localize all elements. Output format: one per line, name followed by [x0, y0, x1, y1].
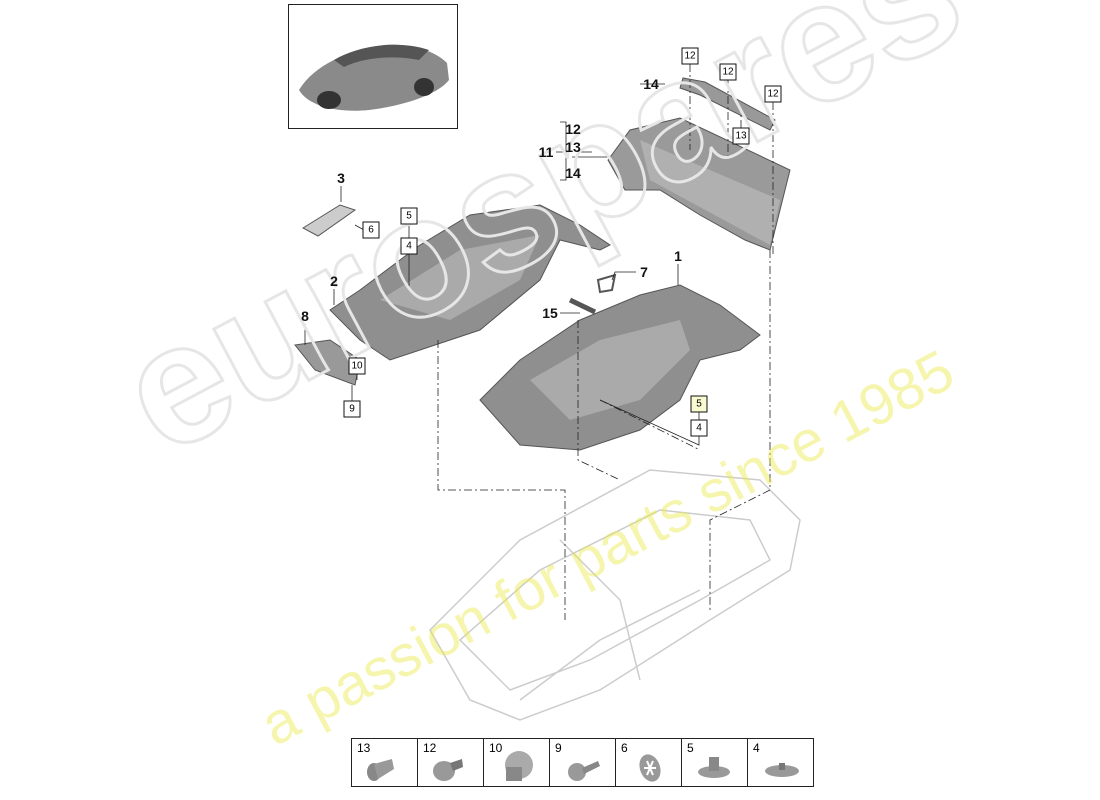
- callout-11-14: 14: [565, 165, 581, 181]
- boxed-callout-9: 9: [343, 400, 361, 418]
- car-image: [299, 44, 449, 111]
- screw-icon: [568, 761, 600, 781]
- boxed-callout-12: 12: [764, 85, 782, 103]
- boxed-callout-4: 4: [400, 237, 418, 255]
- fastener-cell: 12: [418, 739, 484, 786]
- part-7: [596, 273, 617, 294]
- part-15: [568, 297, 597, 315]
- callout-1: 1: [674, 248, 682, 264]
- boxed-callout-12: 12: [719, 63, 737, 81]
- callout-3: 3: [337, 170, 345, 186]
- callout-11: 11: [538, 144, 554, 160]
- fastener-number: 5: [687, 741, 694, 755]
- callout-8: 8: [301, 308, 309, 324]
- boxed-callout-5: 5: [690, 395, 708, 413]
- leader-lines: [304, 83, 700, 446]
- flat-clip-icon: [765, 763, 799, 777]
- push-clip-icon: [433, 759, 463, 781]
- fastener-number: 10: [489, 741, 503, 755]
- fastener-cell: 13: [352, 739, 418, 786]
- boxed-callout-5: 5: [400, 207, 418, 225]
- callout-11-13: 13: [565, 139, 581, 155]
- callout-15: 15: [542, 305, 558, 321]
- boxed-callout-6: 6: [362, 221, 380, 239]
- callout-2: 2: [330, 273, 338, 289]
- fastener-number: 9: [555, 741, 562, 755]
- fastener-number: 12: [423, 741, 437, 755]
- boxed-callout-10: 10: [348, 357, 366, 375]
- fastener-number: 13: [357, 741, 371, 755]
- callout-7: 7: [640, 264, 648, 280]
- clip-nut-icon: [505, 751, 533, 781]
- strip-14: [679, 77, 776, 131]
- callout-14: 14: [643, 76, 659, 92]
- fastener-table: 13 12 10 9 6 5 4: [351, 738, 814, 787]
- assembly-lines: [437, 64, 774, 620]
- boxed-callout-12: 12: [681, 47, 699, 65]
- fastener-number: 4: [753, 741, 760, 755]
- fastener-cell: 9: [550, 739, 616, 786]
- flanged-rivet-icon: [367, 759, 394, 781]
- fastener-cell: 5: [682, 739, 748, 786]
- star-washer-icon: [639, 754, 661, 782]
- part-3: [301, 204, 357, 237]
- fastener-cell: 10: [484, 739, 550, 786]
- fastener-cell: 6: [616, 739, 682, 786]
- boxed-callout-4: 4: [690, 419, 708, 437]
- callout-11-12: 12: [565, 121, 581, 137]
- vehicle-body: [429, 469, 801, 721]
- stud-nut-icon: [698, 757, 730, 778]
- fastener-cell: 4: [748, 739, 814, 786]
- boxed-callout-13: 13: [732, 127, 750, 145]
- fastener-number: 6: [621, 741, 628, 755]
- vehicle-thumbnail: [288, 4, 458, 129]
